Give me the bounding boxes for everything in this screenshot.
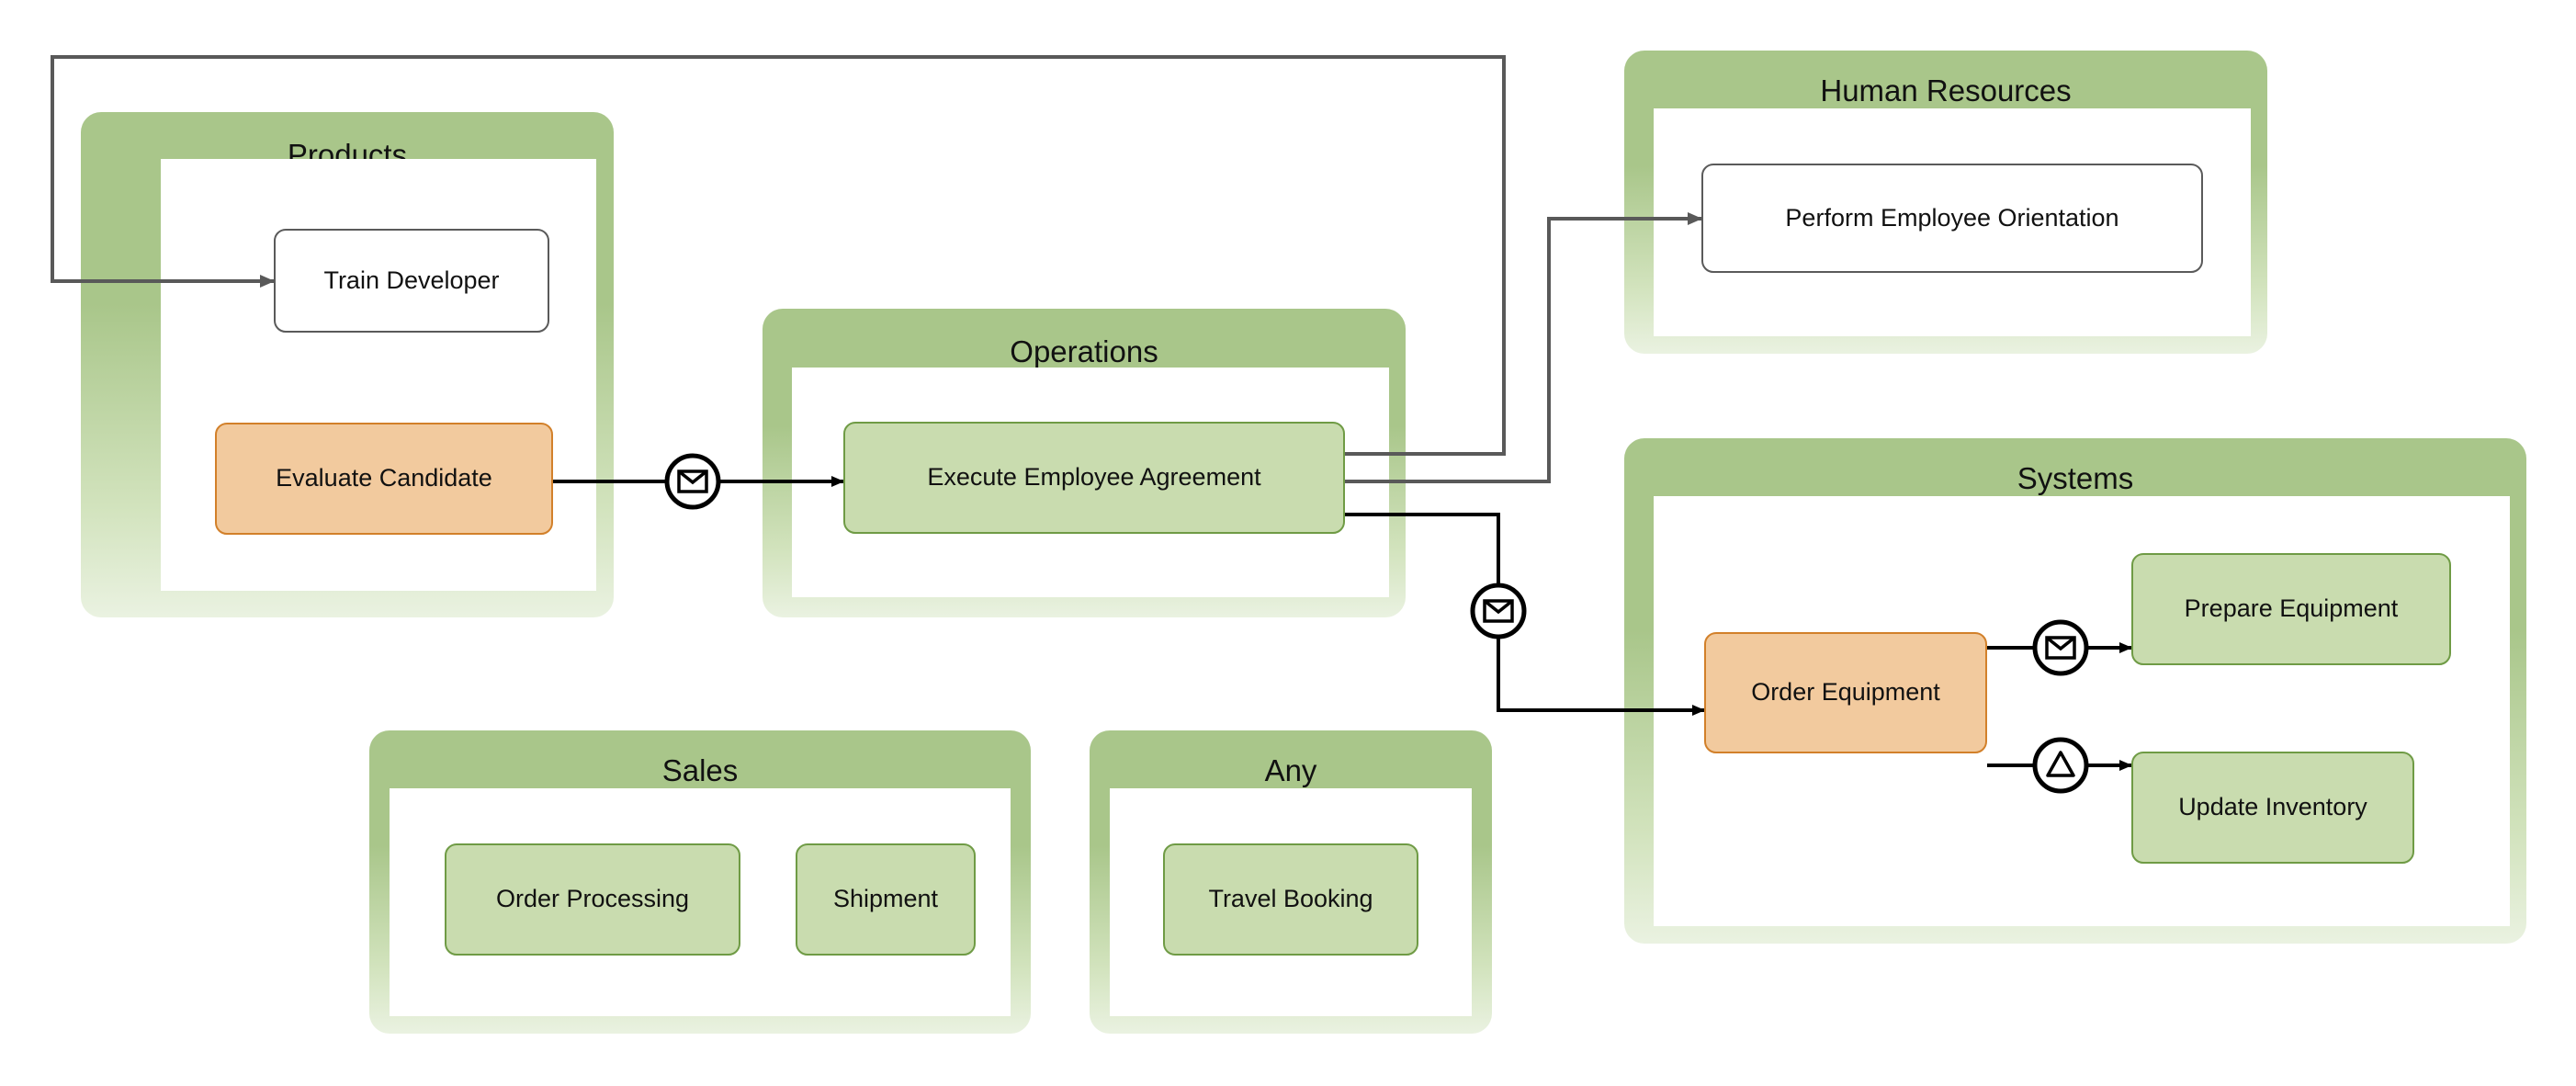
pool-title-operations: Operations [1010,334,1158,368]
task-travel-booking[interactable]: Travel Booking [1163,843,1418,956]
task-order-equipment[interactable]: Order Equipment [1704,632,1987,753]
pool-title-systems: Systems [2017,461,2134,495]
pool-title-any: Any [1264,753,1317,787]
task-evaluate-candidate[interactable]: Evaluate Candidate [215,423,553,535]
pool-title-human-resources: Human Resources [1820,74,2072,107]
pool-title-sales: Sales [661,753,739,787]
task-execute-employee-agreement[interactable]: Execute Employee Agreement [843,422,1345,534]
task-perform-employee-orientation[interactable]: Perform Employee Orientation [1701,164,2203,273]
task-train-developer[interactable]: Train Developer [274,229,549,333]
pool-products[interactable]: Products [81,112,614,617]
message-event-icon[interactable] [664,453,721,510]
task-shipment[interactable]: Shipment [796,843,976,956]
message-event-icon[interactable] [1470,583,1527,639]
task-order-processing[interactable]: Order Processing [445,843,740,956]
task-prepare-equipment[interactable]: Prepare Equipment [2131,553,2451,665]
task-update-inventory[interactable]: Update Inventory [2131,752,2414,864]
